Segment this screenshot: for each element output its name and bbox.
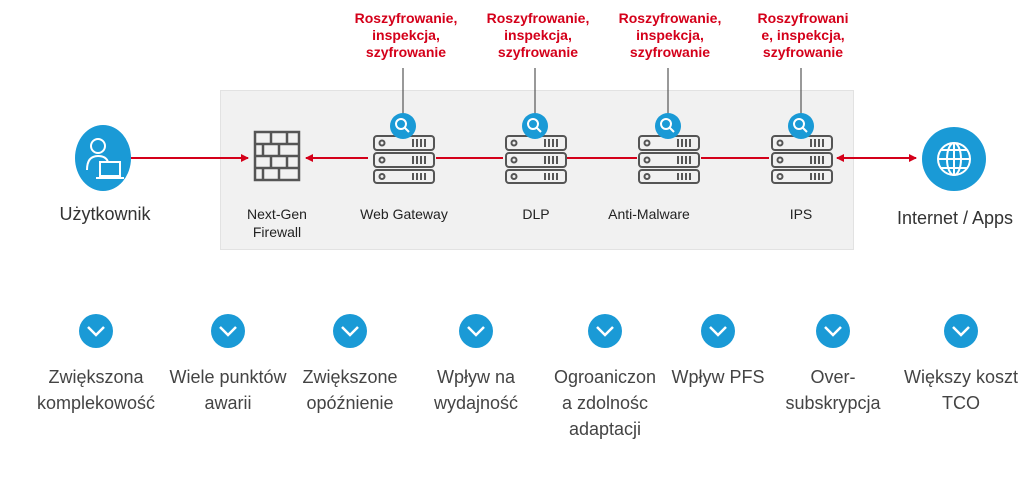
server-inspect-icon: [638, 113, 700, 184]
node-dlp: [505, 112, 567, 189]
node-ips: [771, 112, 833, 189]
chevron-down-icon: [333, 314, 367, 348]
server-inspect-icon: [505, 113, 567, 184]
annotation-web-gateway: Roszyfrowanie, inspekcja, szyfrowanie: [354, 10, 458, 60]
brick-wall-icon: [253, 130, 301, 182]
chevron-down-icon: [944, 314, 978, 348]
chevron-down-icon: [211, 314, 245, 348]
consequence-label: Over-subskrypcja: [785, 367, 881, 413]
user-label: Użytkownik: [59, 204, 151, 224]
firewall-label: Next-Gen Firewall: [247, 206, 307, 240]
node-anti-malware: [638, 112, 700, 189]
user-node: [74, 125, 132, 199]
chevron-down-icon: [79, 314, 113, 348]
user-computer-icon: [75, 125, 131, 191]
chevron-down-icon: [459, 314, 493, 348]
annotation-anti-malware: Roszyfrowanie, inspekcja, szyfrowanie: [618, 10, 722, 60]
node-label-anti-malware: Anti-Malware: [608, 206, 690, 222]
globe-icon: [922, 127, 986, 191]
internet-label: Internet / Apps: [896, 208, 1014, 228]
node-web-gateway: [373, 112, 435, 189]
chevron-down-icon: [588, 314, 622, 348]
chevron-down-icon: [701, 314, 735, 348]
chevron-down-icon: [816, 314, 850, 348]
node-label-dlp: DLP: [522, 206, 550, 222]
server-inspect-icon: [373, 113, 435, 184]
consequence-label: Wpływ PFS: [671, 367, 765, 387]
annotation-dlp: Roszyfrowanie, inspekcja, szyfrowanie: [486, 10, 590, 60]
server-inspect-icon: [771, 113, 833, 184]
node-label-web-gateway: Web Gateway: [360, 206, 448, 222]
firewall-node: [253, 130, 301, 187]
node-label-ips: IPS: [789, 206, 813, 222]
internet-node: [922, 127, 986, 196]
annotation-ips: Roszyfrowani e, inspekcja, szyfrowanie: [757, 10, 849, 60]
